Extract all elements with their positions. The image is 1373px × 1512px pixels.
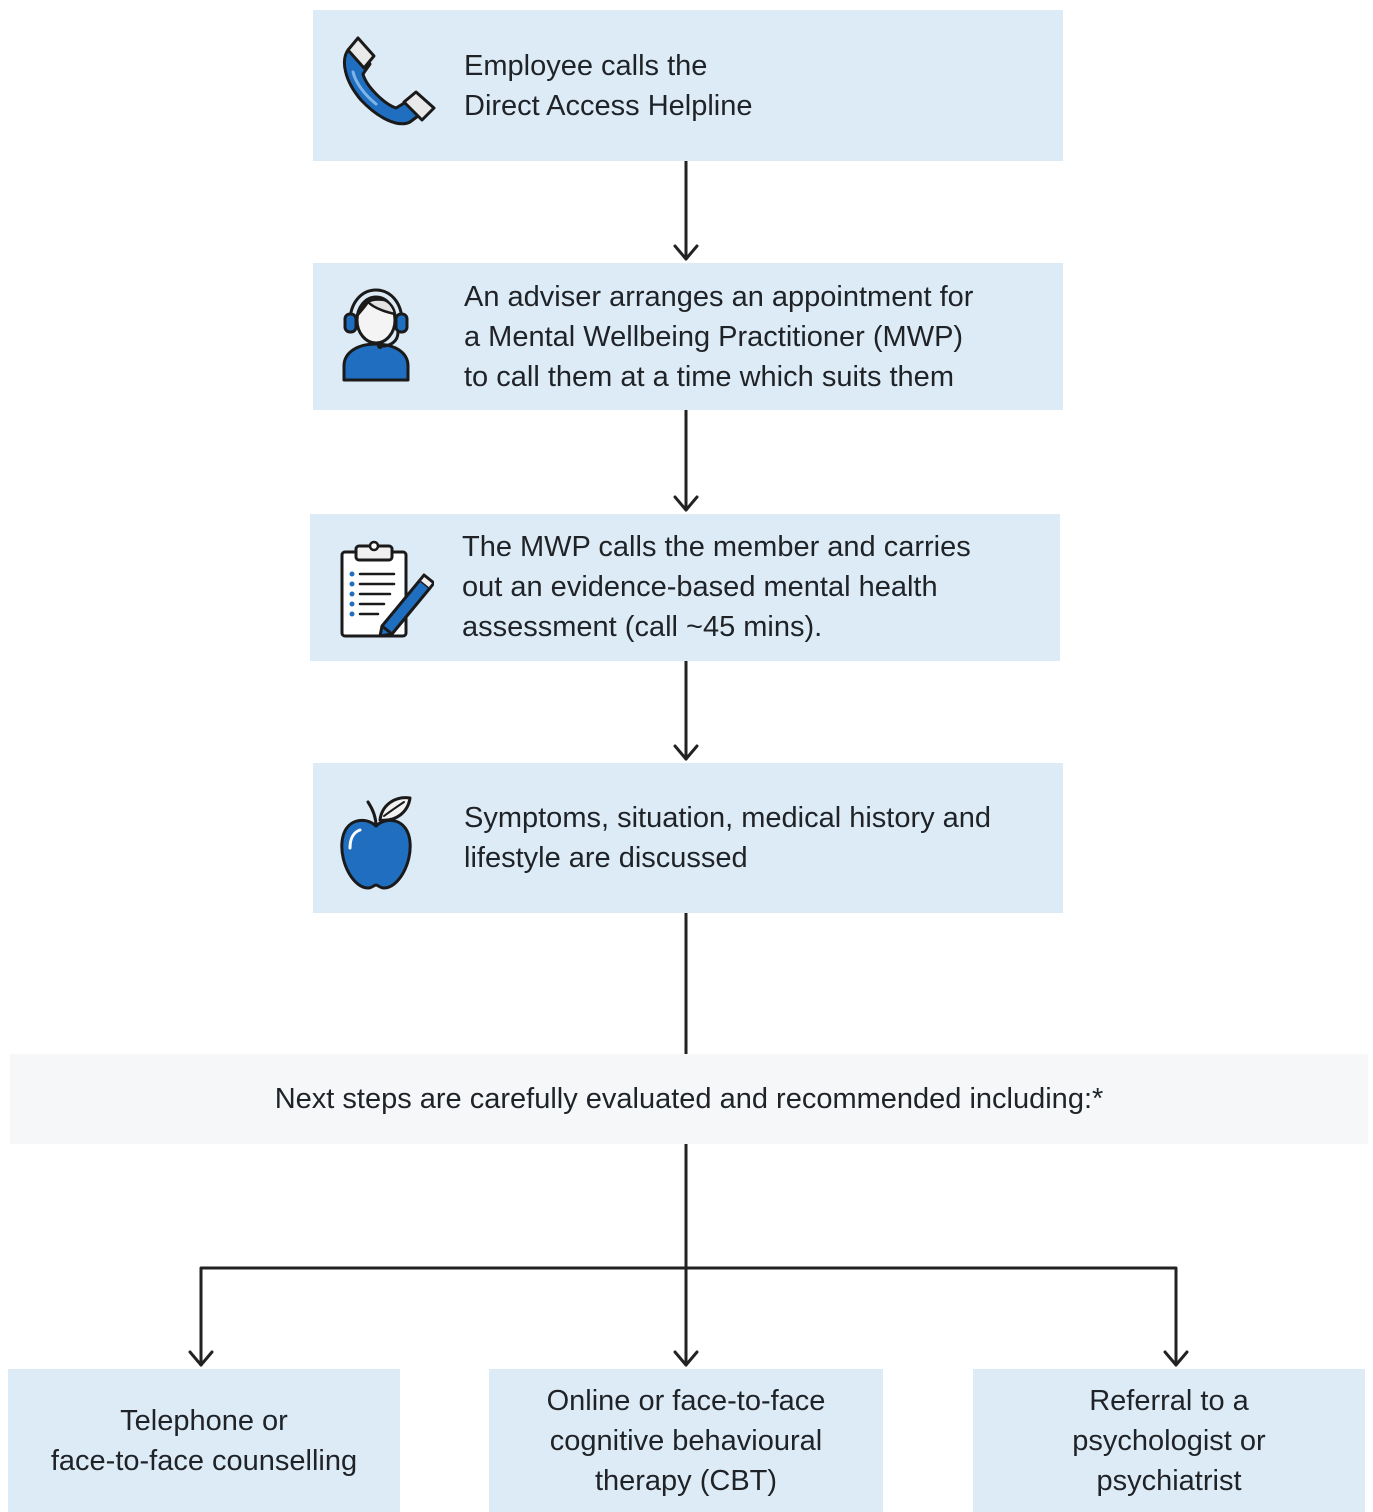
outcome-2-text: Online or face-to-face cognitive behavio… <box>546 1384 826 1497</box>
step-3-text: The MWP calls the member and carries out… <box>462 531 971 643</box>
step-1-box <box>313 10 1063 161</box>
arrowhead-outcome-3 <box>1163 1350 1189 1367</box>
step-1-text: Employee calls the Direct Access Helplin… <box>464 50 753 122</box>
branch-line <box>199 1266 1178 1367</box>
step-3-box <box>310 514 1060 661</box>
outcome-1-text: Telephone or face-to-face counselling <box>50 1404 358 1477</box>
outcome-1-box: Telephone or face-to-face counselling <box>8 1369 400 1512</box>
arrowhead-1-2 <box>673 244 699 261</box>
arrowhead-outcome-2 <box>673 1350 699 1367</box>
step-4-text: Symptoms, situation, medical history and… <box>464 802 992 874</box>
next-steps-text: Next steps are carefully evaluated and r… <box>274 1083 1104 1115</box>
arrowhead-2-3 <box>673 495 699 512</box>
next-steps-box: Next steps are carefully evaluated and r… <box>10 1054 1368 1144</box>
outcome-3-box: Referral to a psychologist or psychiatri… <box>973 1369 1365 1512</box>
headset-adviser-icon <box>340 286 412 382</box>
clipboard-pencil-icon <box>338 540 436 640</box>
apple-icon <box>336 792 416 892</box>
step-2-box <box>313 263 1063 410</box>
phone-icon <box>336 32 440 132</box>
arrowhead-outcome-1 <box>188 1350 214 1367</box>
outcome-2-box: Online or face-to-face cognitive behavio… <box>489 1369 883 1512</box>
arrowhead-3-4 <box>673 744 699 761</box>
step-4-box <box>313 763 1063 913</box>
step-2-text: An adviser arranges an appointment for a… <box>464 281 974 393</box>
outcome-3-text: Referral to a psychologist or psychiatri… <box>1072 1384 1266 1497</box>
